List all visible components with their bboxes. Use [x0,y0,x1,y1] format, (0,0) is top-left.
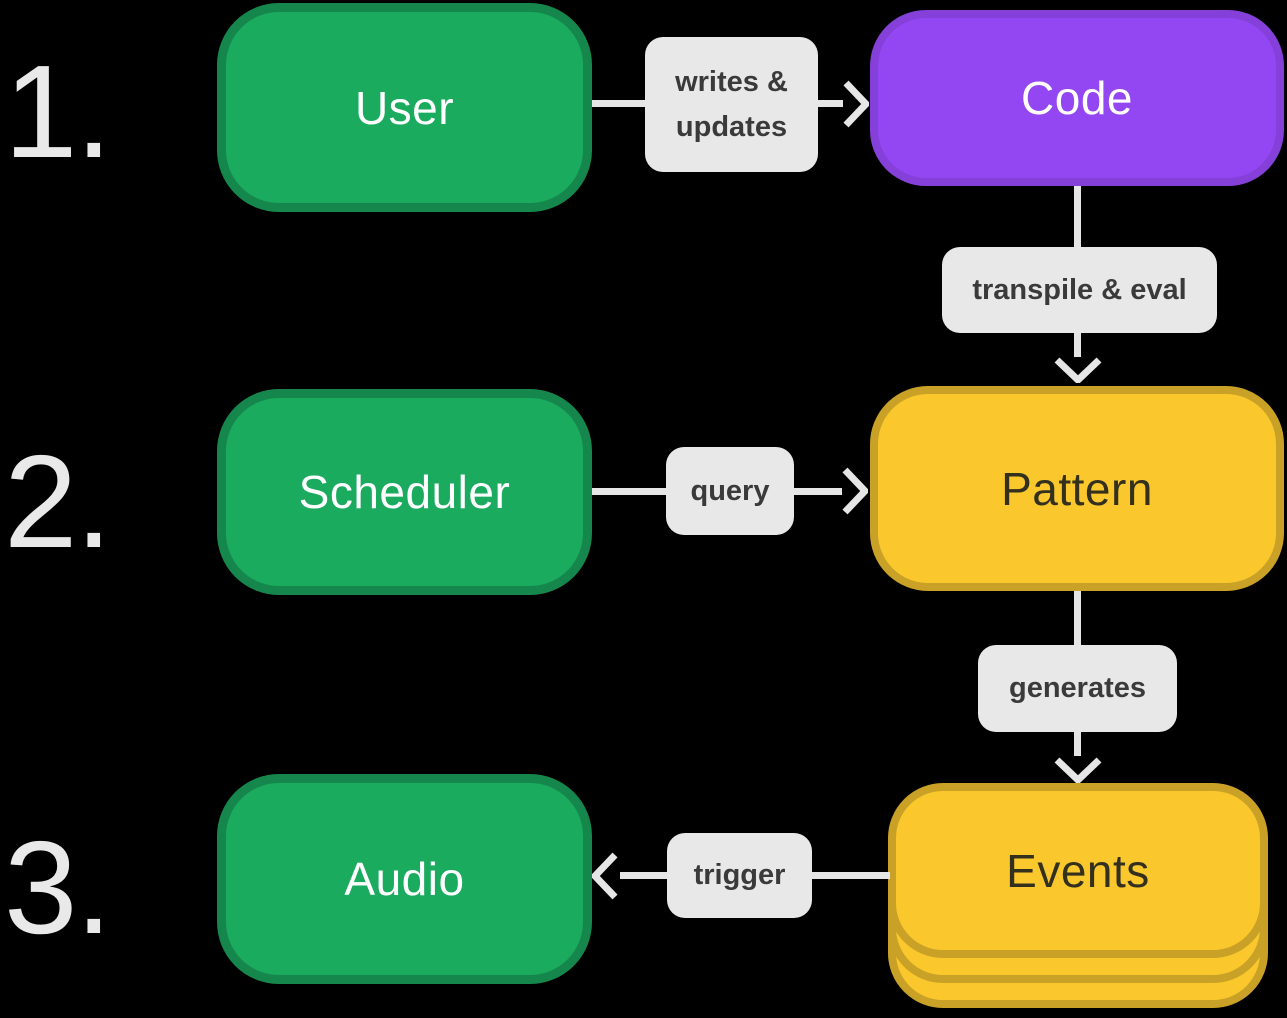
arrow-right-icon [843,80,869,128]
node-code: Code [870,10,1284,186]
edge-label-trigger: trigger [667,833,812,918]
edge-label-transpile-eval: transpile & eval [942,247,1217,333]
edge-scheduler-pattern-line-left [592,488,666,495]
arrow-down-icon [1054,757,1102,783]
arrow-right-icon [842,467,868,515]
edge-label-writes-updates: writes & updates [645,37,818,172]
edge-pattern-events-line-bottom [1074,732,1081,756]
edge-label-query: query [666,447,794,535]
edge-events-audio-line-right [812,872,890,879]
node-pattern: Pattern [870,386,1284,591]
node-audio: Audio [217,774,592,984]
edge-user-code-line-left [592,100,645,107]
node-code-label: Code [1021,72,1133,124]
arrow-left-icon [592,852,618,900]
node-user-label: User [354,81,455,134]
node-scheduler: Scheduler [217,389,592,595]
edge-code-pattern-line-top [1074,186,1081,247]
edge-events-audio-line-left [620,872,667,879]
node-scheduler-label: Scheduler [298,466,511,518]
edge-scheduler-pattern-line-right [794,488,842,495]
node-events-label: Events [1006,844,1150,897]
step-number-3: 3. [4,814,112,961]
edge-pattern-events-line-top [1074,591,1081,645]
edge-code-pattern-line-bottom [1074,333,1081,357]
node-user: User [217,3,592,212]
node-pattern-label: Pattern [1001,462,1153,515]
step-number-2: 2. [4,428,112,575]
node-audio-label: Audio [344,853,465,905]
edge-user-code-line-right [818,100,843,107]
arrow-down-icon [1054,357,1102,383]
step-number-1: 1. [4,38,112,185]
node-events-card: Events [888,783,1268,958]
edge-label-generates: generates [978,645,1177,732]
